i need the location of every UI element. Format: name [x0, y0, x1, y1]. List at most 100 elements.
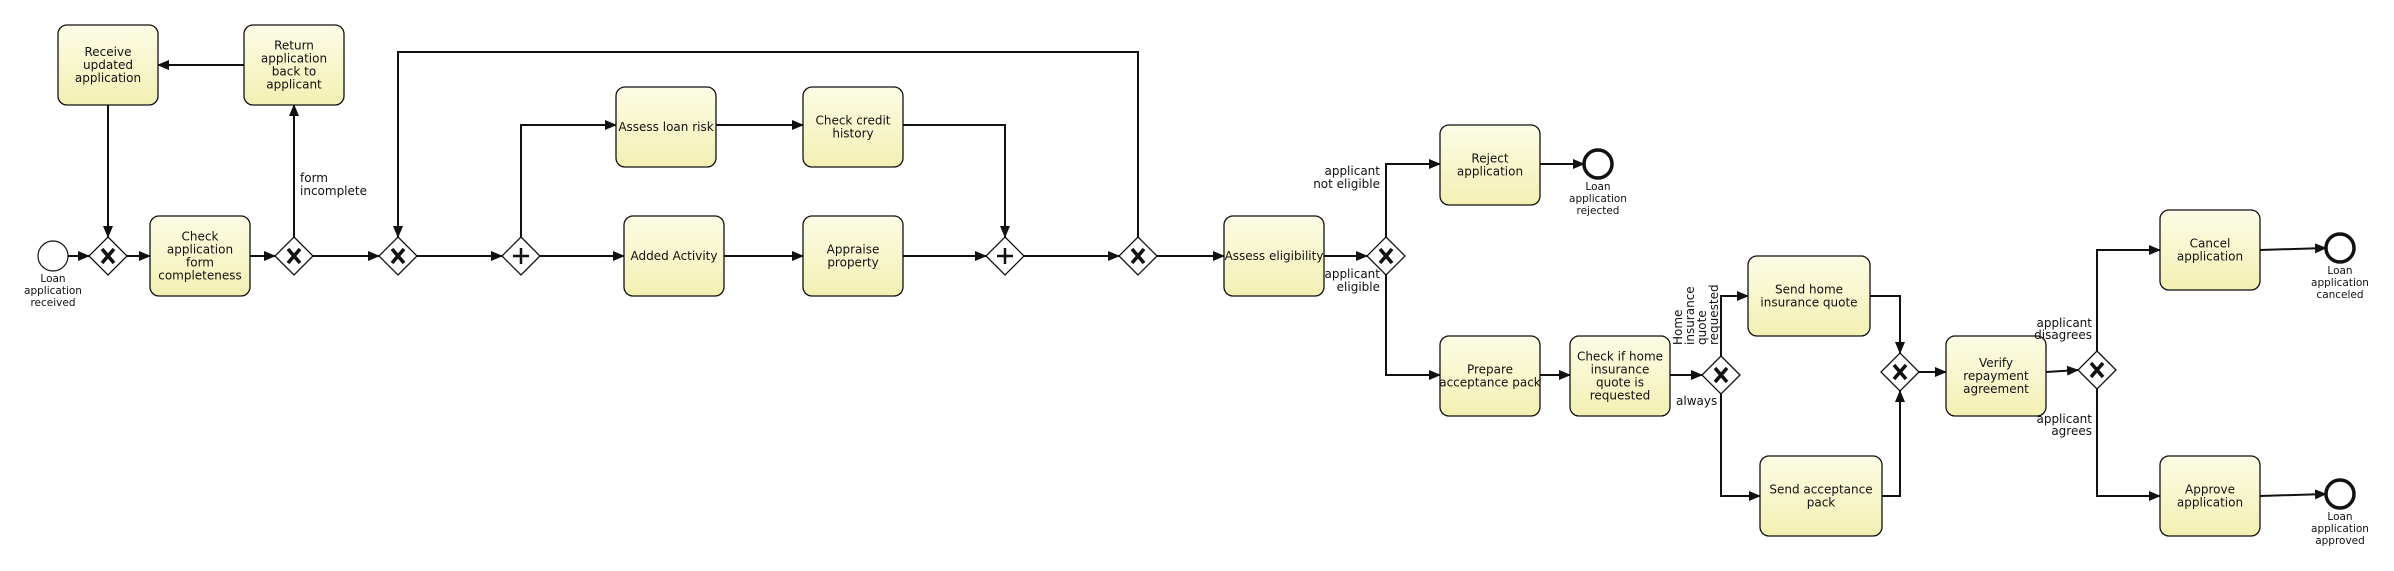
start-event-circle — [37, 240, 69, 272]
end-event-circle — [2324, 478, 2356, 510]
x-icon — [2089, 361, 2105, 379]
x-icon — [1378, 247, 1394, 265]
task-box — [802, 86, 904, 168]
exclusive-gateway-gw_merge_receive[interactable] — [88, 236, 128, 276]
exclusive-gateway-gw_agree[interactable] — [2077, 350, 2117, 390]
task-box — [802, 215, 904, 297]
plus-icon — [997, 248, 1013, 264]
end-event-circle — [1582, 148, 1614, 180]
flow-gw_home-to-send_quote — [1720, 291, 1749, 356]
task-assess_risk[interactable]: Assess loan risk — [615, 86, 717, 168]
x-icon — [1892, 363, 1908, 381]
task-assess_elig[interactable]: Assess eligibility — [1223, 215, 1325, 297]
flow-gw_home-to-send_pack — [1720, 394, 1761, 501]
flow-cancel-to-end_canceled — [2259, 243, 2327, 254]
exclusive-gateway-gw_merge_loop[interactable] — [378, 236, 418, 276]
exclusive-gateway-gw_loop[interactable] — [1118, 236, 1158, 276]
flow-verify-to-gw_agree — [2045, 365, 2079, 376]
flow-label-always: always — [1676, 394, 1717, 408]
task-box — [243, 24, 345, 106]
flow-approve-to-end_approved — [2259, 489, 2327, 500]
flow-gw_agree-to-cancel — [2096, 245, 2161, 351]
task-box — [615, 86, 717, 168]
task-box — [1569, 335, 1671, 417]
task-box — [2159, 209, 2261, 291]
flow-gw_elig-to-reject — [1385, 159, 1441, 237]
task-box — [1759, 455, 1883, 537]
end-event-circle — [2324, 232, 2356, 264]
x-icon — [390, 247, 406, 265]
task-box — [149, 215, 251, 297]
sequence-flows — [68, 51, 2327, 501]
task-box — [1439, 124, 1541, 206]
flow-gw_elig-to-prepare — [1385, 275, 1441, 380]
x-icon — [1130, 247, 1146, 265]
task-label: Assess loan risk — [618, 120, 713, 134]
exclusive-gateway-gw_merge_pack[interactable] — [1880, 352, 1920, 392]
exclusive-gateway-gw_home[interactable] — [1701, 355, 1741, 395]
parallel-gateway-gw_join[interactable] — [985, 236, 1025, 276]
parallel-gateway-gw_split[interactable] — [501, 236, 541, 276]
task-label: Added Activity — [631, 249, 718, 263]
flow-gw_split-to-assess_risk — [520, 120, 617, 237]
flow-label-quote_requested: Homeinsurancequoterequested — [1671, 284, 1721, 345]
task-box — [1439, 335, 1541, 417]
task-box — [57, 24, 159, 106]
task-box — [2159, 455, 2261, 537]
flow-gw_agree-to-approve — [2096, 389, 2161, 501]
flow-send_pack-to-gw_merge_pack — [1882, 390, 1905, 497]
x-icon — [1713, 366, 1729, 384]
exclusive-gateway-gw_form[interactable] — [274, 236, 314, 276]
plus-icon — [513, 248, 529, 264]
task-box — [1945, 335, 2047, 417]
task-box — [1747, 255, 1871, 337]
x-icon — [286, 247, 302, 265]
task-added[interactable]: Added Activity — [623, 215, 725, 297]
task-box — [623, 215, 725, 297]
flow-check_credit-to-gw_join — [903, 124, 1010, 238]
task-label: Assess eligibility — [1225, 249, 1324, 263]
flow-gw_loop-to-gw_merge_loop — [393, 51, 1139, 238]
task-box — [1223, 215, 1325, 297]
exclusive-gateway-gw_elig[interactable] — [1366, 236, 1406, 276]
